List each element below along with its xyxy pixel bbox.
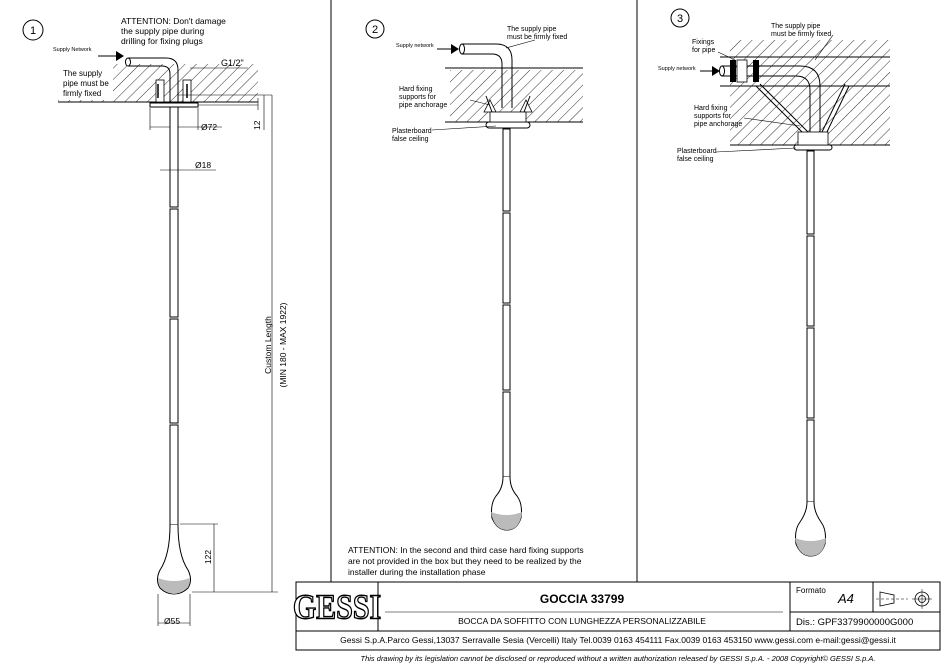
p1-dim-18: Ø18 <box>195 160 211 170</box>
p1-thread: G1/2" <box>221 58 244 68</box>
title-block: GESSI GOCCIA 33799 BOCCA DA SOFFITTO CON… <box>292 581 941 663</box>
drawing-number: Dis.: GPF3379900000G000 <box>796 617 913 628</box>
p2-attention-1: ATTENTION: In the second and third case … <box>348 545 584 555</box>
panel-2: 2 The supply pipe must be firmly fixed S… <box>348 19 584 577</box>
p1-supply-network: Supply Network <box>53 47 92 53</box>
p3-plasterboard-1: Plasterboard <box>677 148 717 155</box>
formato-value: A4 <box>837 591 854 606</box>
panel-1-number: 1 <box>30 25 36 37</box>
p3-hard-fixing-3: pipe anchorage <box>694 121 742 128</box>
p2-plasterboard-1: Plasterboard <box>392 128 432 135</box>
projection-cone-icon <box>879 591 895 607</box>
p3-fixings-1: Fixings <box>692 39 715 46</box>
p3-plasterboard-2: false ceiling <box>677 156 714 163</box>
rosette-1 <box>149 102 199 108</box>
panel-3-number: 3 <box>677 13 683 25</box>
p1-dim-122: 122 <box>203 550 213 564</box>
p1-custom-range: (MIN 180 - MAX 1922) <box>278 302 288 387</box>
panel-1-number-circle <box>22 19 44 41</box>
product-name: GOCCIA 33799 <box>540 592 625 606</box>
p3-supply-network: Supply network <box>658 66 696 72</box>
p3-hard-fixing-1: Hard fixing <box>694 105 728 112</box>
p1-dim-72: Ø72 <box>201 122 217 132</box>
disclaimer: This drawing by its legislation cannot b… <box>361 654 876 663</box>
p1-firmly-line2: pipe must be <box>63 79 109 88</box>
p2-hard-fixing-2: supports for <box>399 94 437 101</box>
panel-3: 3 The supply pipe must be firmly fixed <box>658 8 890 557</box>
p2-plasterboard-2: false ceiling <box>392 136 429 143</box>
stem-1-segment-4 <box>169 424 179 526</box>
p3-supply-firmly-1: The supply pipe <box>771 23 821 30</box>
p1-firmly-line1: The supply <box>63 69 102 78</box>
p1-attention-line2: the supply pipe during <box>121 26 204 36</box>
formato-label: Formato <box>796 586 826 595</box>
p2-supply-network: Supply network <box>396 43 434 49</box>
stem-1-segment-2 <box>169 208 179 318</box>
p2-attention-2: are not provided in the box but they nee… <box>348 556 582 566</box>
p2-supply-firmly-2: must be firmly fixed <box>507 34 567 41</box>
p1-firmly-line3: firmly fixed <box>63 89 101 98</box>
p3-fixings-2: for pipe <box>692 47 715 54</box>
panel-1: 1 <box>22 16 288 626</box>
stem-1-segment-1 <box>169 106 179 208</box>
p1-attention-line3: drilling for fixing plugs <box>121 36 203 46</box>
company-address: Gessi S.p.A.Parco Gessi,13037 Serravalle… <box>340 635 896 645</box>
p3-supply-firmly-2: must be firmly fixed <box>771 31 831 38</box>
p1-dim-12: 12 <box>252 120 262 130</box>
product-description: BOCCA DA SOFFITTO CON LUNGHEZZA PERSONAL… <box>458 616 706 626</box>
p2-attention-3: installer during the installation phase <box>348 567 486 577</box>
p2-hard-fixing-1: Hard fixing <box>399 86 433 93</box>
gessi-logo: GESSI <box>293 588 381 626</box>
p1-dim-55: Ø55 <box>164 616 180 626</box>
stem-1-segment-3 <box>169 318 179 424</box>
panel-2-number: 2 <box>372 24 378 36</box>
p2-supply-firmly-1: The supply pipe <box>507 26 557 33</box>
p1-attention-line1: ATTENTION: Don't damage <box>121 16 226 26</box>
p3-hard-fixing-2: supports for <box>694 113 732 120</box>
p2-hard-fixing-3: pipe anchorage <box>399 102 447 109</box>
p1-custom-length: Custom Length <box>263 316 273 374</box>
